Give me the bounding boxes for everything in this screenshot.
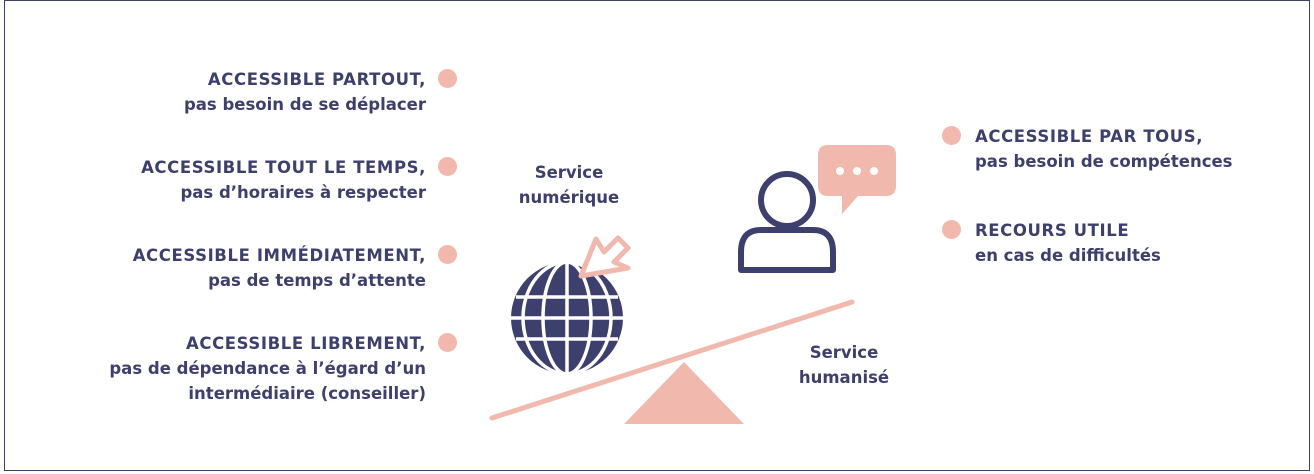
service-humanise-label: Service humanisé [784,340,904,390]
balance-fulcrum-icon [624,362,744,424]
person-icon [738,171,836,273]
left-item-librement: ACCESSIBLE LIBREMENT, pas de dépendance … [109,331,426,406]
left-item-partout: ACCESSIBLE PARTOUT, pas besoin de se dép… [184,67,426,117]
right-item-title: RECOURS UTILE [975,221,1130,240]
left-item-immediatement: ACCESSIBLE IMMÉDIATEMENT, pas de temps d… [133,243,426,293]
label-line: numérique [518,188,620,207]
cursor-arrow-icon [578,235,631,279]
right-item-subtitle: en cas de difficultés [975,246,1161,265]
left-item-subtitle: intermédiaire (conseiller) [188,384,426,403]
bullet-dot [942,126,961,145]
left-item-title: ACCESSIBLE IMMÉDIATEMENT, [132,246,426,265]
chat-bubble-icon [818,145,896,214]
right-item-title: ACCESSIBLE PAR TOUS, [975,127,1204,146]
bullet-dot [438,333,457,352]
left-item-subtitle: pas besoin de se déplacer [183,95,426,114]
label-line: Service [534,163,604,182]
right-item-recours: RECOURS UTILE en cas de difficultés [975,218,1161,268]
label-line: Service [809,343,879,362]
balance-plank [489,299,855,421]
left-item-title: ACCESSIBLE PARTOUT, [207,70,426,89]
right-item-subtitle: pas besoin de compétences [975,152,1233,171]
left-item-subtitle: pas d’horaires à respecter [180,183,426,202]
left-item-title: ACCESSIBLE LIBREMENT, [185,334,426,353]
bullet-dot [438,69,457,88]
bullet-dot [438,245,457,264]
label-line: humanisé [798,368,890,387]
left-item-subtitle: pas de dépendance à l’égard d’un [109,359,426,378]
left-item-tout-le-temps: ACCESSIBLE TOUT LE TEMPS, pas d’horaires… [141,155,426,205]
left-item-subtitle: pas de temps d’attente [208,271,426,290]
right-item-par-tous: ACCESSIBLE PAR TOUS, pas besoin de compé… [975,124,1233,174]
bullet-dot [438,157,457,176]
bullet-dot [942,220,961,239]
globe-icon [511,260,623,376]
left-item-title: ACCESSIBLE TOUT LE TEMPS, [141,158,426,177]
service-numerique-label: Service numérique [506,160,632,210]
